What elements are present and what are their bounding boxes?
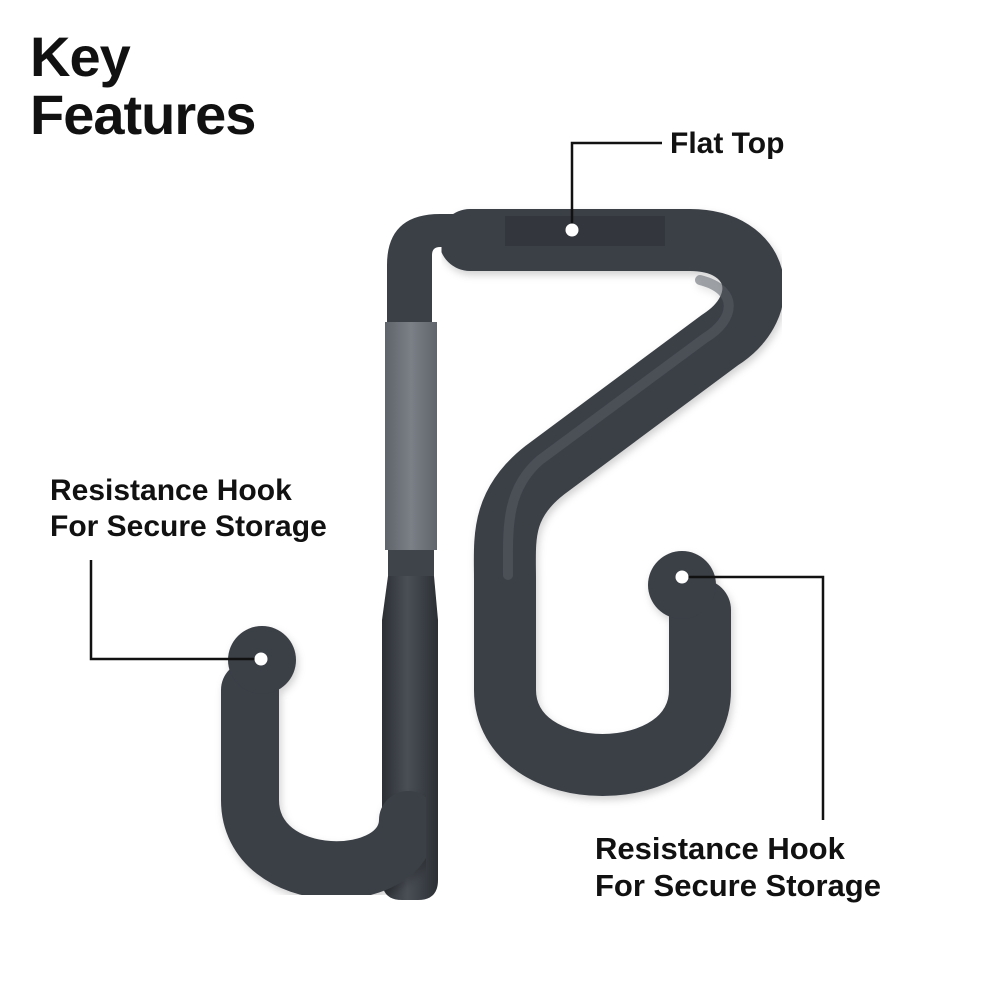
shaft-collar bbox=[388, 550, 434, 576]
callout-left-hook-line-2: For Secure Storage bbox=[50, 510, 327, 543]
callout-flat-top-text: Flat Top bbox=[670, 127, 785, 160]
leader-lines bbox=[89, 141, 825, 820]
grip-sleeve bbox=[385, 322, 437, 550]
callout-left-hook: Resistance Hook For Secure Storage bbox=[50, 473, 327, 545]
leader-flat-top bbox=[570, 141, 662, 229]
flat-top-bar bbox=[387, 214, 665, 322]
callout-flat-top: Flat Top bbox=[670, 127, 784, 161]
dot-flat-top bbox=[565, 223, 579, 237]
dot-left-hook bbox=[254, 652, 268, 666]
page-title: Key Features bbox=[30, 25, 256, 146]
right-hook-body bbox=[439, 209, 785, 796]
flat-top-inset bbox=[505, 216, 665, 246]
callout-right-hook: Resistance Hook For Secure Storage bbox=[595, 830, 881, 904]
left-hook-tube bbox=[221, 661, 437, 900]
dot-right-hook bbox=[675, 570, 689, 584]
left-hook-body bbox=[221, 626, 437, 900]
right-hook-highlight bbox=[502, 275, 734, 580]
callout-right-hook-line-2: For Secure Storage bbox=[595, 868, 881, 903]
page-title-line-1: Key bbox=[30, 25, 131, 88]
right-hook-tip bbox=[648, 551, 716, 619]
callout-right-hook-line-1: Resistance Hook bbox=[595, 831, 845, 866]
callout-left-hook-line-1: Resistance Hook bbox=[50, 474, 292, 507]
page-title-line-2: Features bbox=[30, 83, 256, 146]
leader-left-hook bbox=[89, 560, 260, 661]
leader-right-hook bbox=[682, 575, 825, 820]
